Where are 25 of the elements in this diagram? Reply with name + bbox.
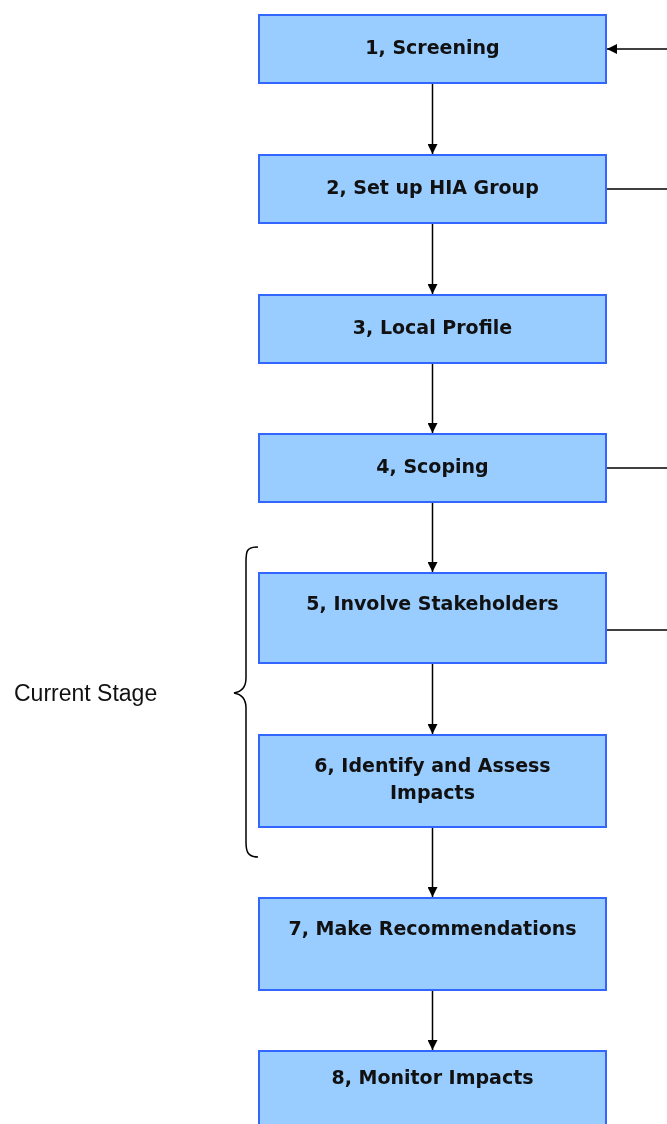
- process-box: [258, 294, 607, 364]
- step-label: 8, Monitor Impacts: [331, 1065, 534, 1090]
- process-box: [258, 433, 607, 503]
- arrow: [427, 827, 438, 898]
- step-label: 4, Scoping: [376, 454, 489, 479]
- arrow: [427, 502, 438, 573]
- step-label: 2, Set up HIA Group: [326, 175, 539, 200]
- process-box: [258, 734, 607, 828]
- arrow: [427, 363, 438, 434]
- step-label: 3, Local Profile: [352, 315, 513, 340]
- step-label: 5, Involve Stakeholders: [306, 591, 559, 616]
- process-box: [258, 572, 607, 664]
- arrow: [427, 223, 438, 295]
- arrow: [606, 44, 667, 54]
- process-box: [258, 897, 607, 991]
- arrow: [427, 83, 438, 155]
- process-box: [258, 154, 607, 224]
- step-label: 7, Make Recommendations: [288, 916, 577, 941]
- process-box: [258, 14, 607, 84]
- process-box: [258, 1050, 607, 1124]
- step-label: 6, Identify and Assess Impacts: [313, 753, 552, 805]
- arrow: [427, 990, 438, 1051]
- step-label: 1, Screening: [365, 35, 500, 60]
- arrow: [427, 663, 438, 735]
- stage-label: Current Stage: [14, 680, 158, 707]
